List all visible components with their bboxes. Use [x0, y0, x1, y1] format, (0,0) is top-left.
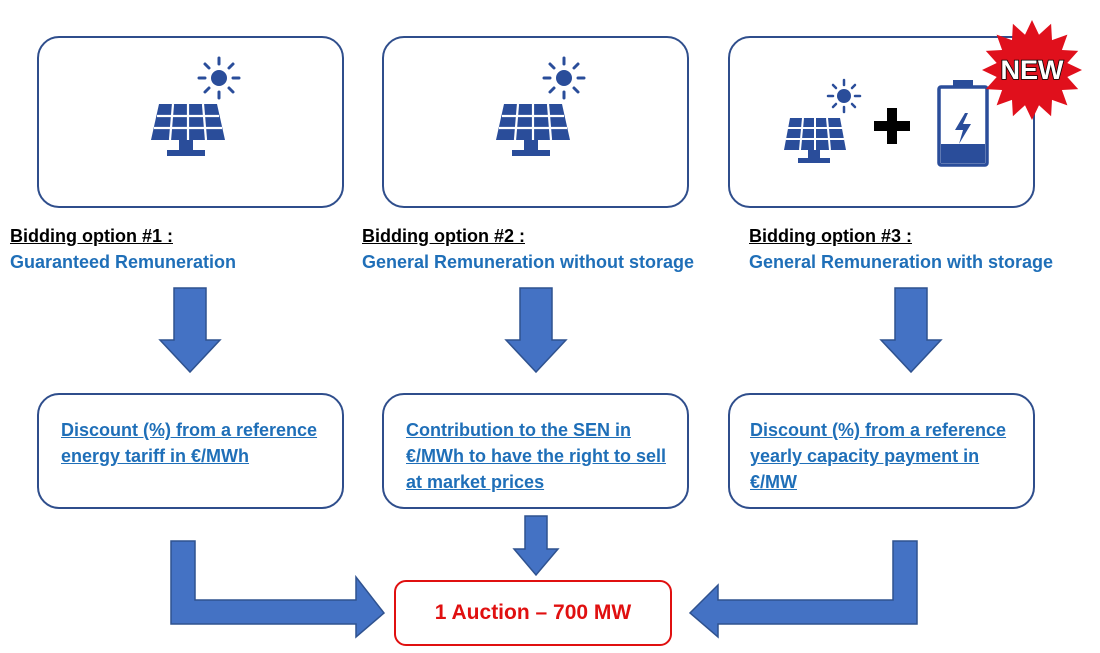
solar-panel-icon	[496, 103, 570, 156]
solar-panel-icon	[784, 117, 846, 163]
new-badge: NEW	[982, 20, 1082, 120]
option-1-description-box: Discount (%) from a reference energy tar…	[37, 393, 344, 509]
arrow-down-3-icon	[879, 287, 943, 374]
arrow-down-center-icon	[512, 515, 560, 577]
option-1-subtitle: Guaranteed Remuneration	[10, 252, 237, 272]
arrow-down-1-icon	[158, 287, 222, 374]
plus-icon	[874, 108, 910, 144]
battery-icon	[937, 80, 989, 167]
option-3-icon-box	[728, 36, 1035, 208]
new-badge-label: NEW	[1001, 55, 1065, 85]
option-1-icon-box	[37, 36, 344, 208]
solar-panel-icon	[151, 103, 225, 156]
sun-icon	[826, 78, 862, 114]
option-2-heading: Bidding option #2 :	[362, 226, 525, 246]
option-1-heading: Bidding option #1 :	[10, 226, 173, 246]
solar-panel-with-sun-icon	[496, 56, 586, 156]
sun-icon	[197, 56, 241, 100]
option-2-subtitle: General Remuneration without storage	[362, 252, 695, 272]
auction-result-label: 1 Auction – 700 MW	[434, 601, 632, 624]
option-3-heading: Bidding option #3 :	[749, 226, 912, 246]
option-2-description-box: Contribution to the SEN in €/MWh to have…	[382, 393, 689, 509]
option-1-description[interactable]: Discount (%) from a reference energy tar…	[61, 420, 318, 466]
arrow-elbow-left-icon	[688, 540, 918, 639]
arrow-elbow-right-icon	[170, 540, 386, 639]
option-2-icon-box	[382, 36, 689, 208]
option-3-description[interactable]: Discount (%) from a reference yearly cap…	[750, 420, 1007, 492]
auction-result-box: 1 Auction – 700 MW	[394, 580, 672, 646]
option-2-description[interactable]: Contribution to the SEN in €/MWh to have…	[406, 420, 667, 492]
solar-panel-with-sun-icon	[784, 78, 862, 163]
option-3-description-box: Discount (%) from a reference yearly cap…	[728, 393, 1035, 509]
option-3-subtitle: General Remuneration with storage	[749, 252, 1054, 272]
arrow-down-2-icon	[504, 287, 568, 374]
sun-icon	[542, 56, 586, 100]
solar-panel-with-sun-icon	[151, 56, 241, 156]
